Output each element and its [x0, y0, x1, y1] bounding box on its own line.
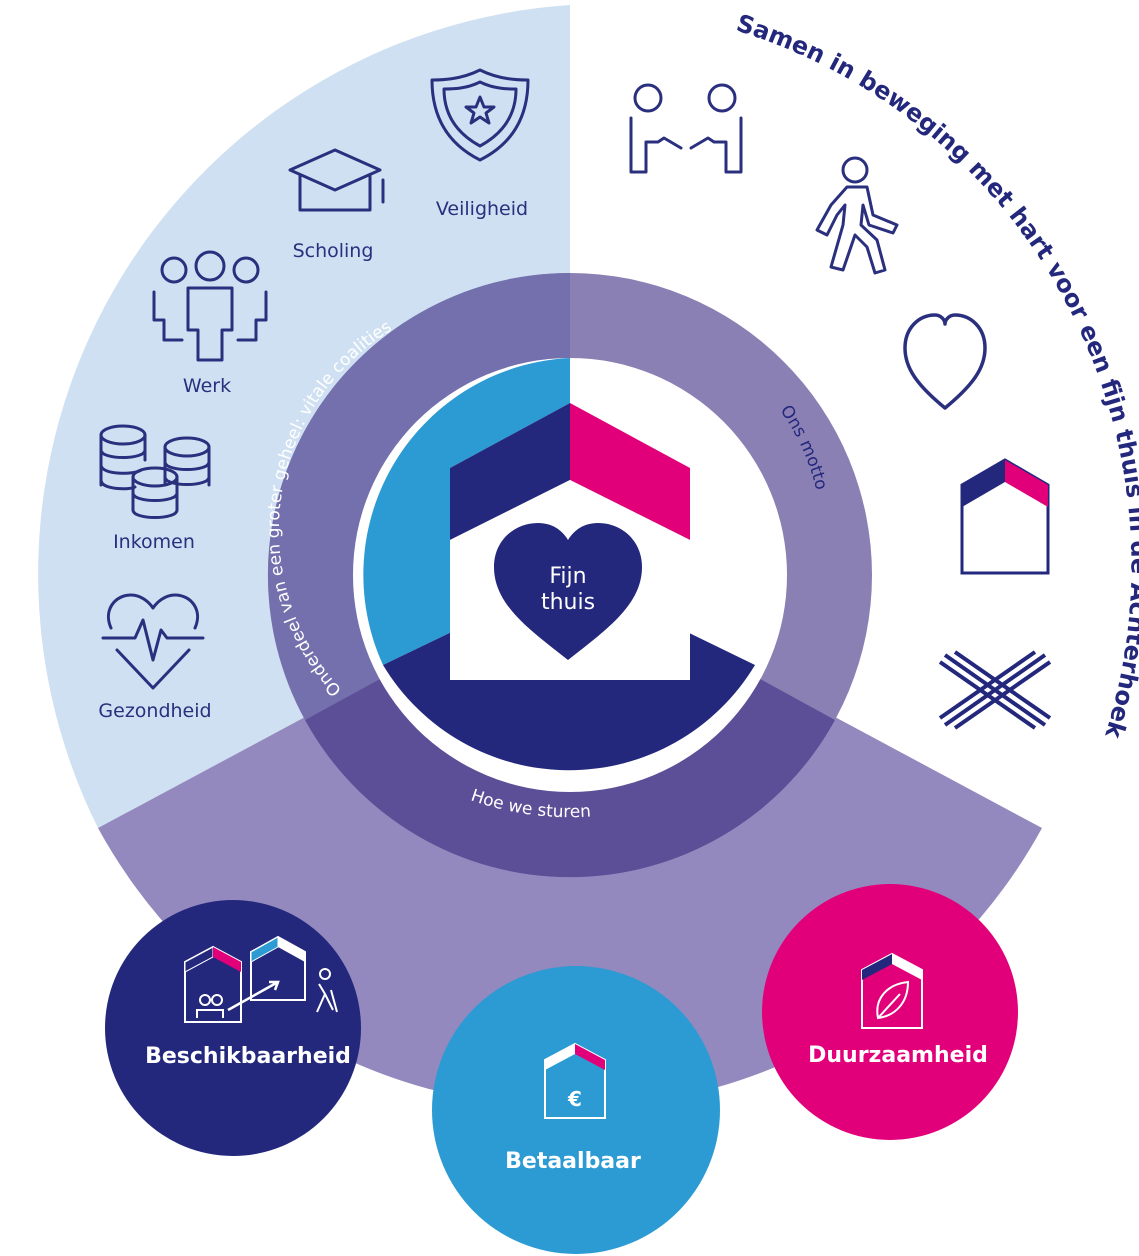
center-heart: [494, 523, 642, 660]
domain-label-inkomen: Inkomen: [113, 531, 195, 553]
euro-house-icon: €: [544, 1042, 606, 1119]
graduation-cap-icon: [288, 148, 385, 212]
svg-text:€: €: [567, 1087, 582, 1111]
achterhoek-cross-icon: [938, 650, 1052, 730]
center-label-2: thuis: [541, 590, 595, 615]
domain-label-werk: Werk: [183, 375, 231, 397]
pillar-circle-duurzaamheid: [762, 884, 1018, 1140]
domain-label-veiligheid: Veiligheid: [436, 198, 528, 220]
pillar-circle-beschikbaarheid: [105, 900, 361, 1156]
heart-pulse-icon: [101, 593, 205, 690]
house-moving-icon: [184, 935, 338, 1023]
house-logo-icon: [960, 458, 1050, 575]
coins-icon: [99, 424, 211, 519]
pillar-label-betaalbaar: Betaalbaar: [505, 1149, 641, 1174]
pillar-label-beschikbaarheid: Beschikbaarheid: [145, 1044, 351, 1069]
domain-label-gezondheid: Gezondheid: [98, 700, 211, 722]
center-label-1: Fijn: [549, 564, 586, 589]
heart-outline-icon: [903, 313, 987, 410]
domain-label-scholing: Scholing: [293, 240, 374, 262]
pillar-label-duurzaamheid: Duurzaamheid: [808, 1043, 988, 1068]
people-reaching-icon: [629, 83, 743, 174]
pillar-circle-betaalbaar: [432, 966, 720, 1254]
leaf-house-icon: [861, 952, 923, 1029]
team-icon: [152, 250, 268, 362]
walking-person-icon: [815, 156, 899, 275]
shield-star-icon: [430, 68, 530, 162]
